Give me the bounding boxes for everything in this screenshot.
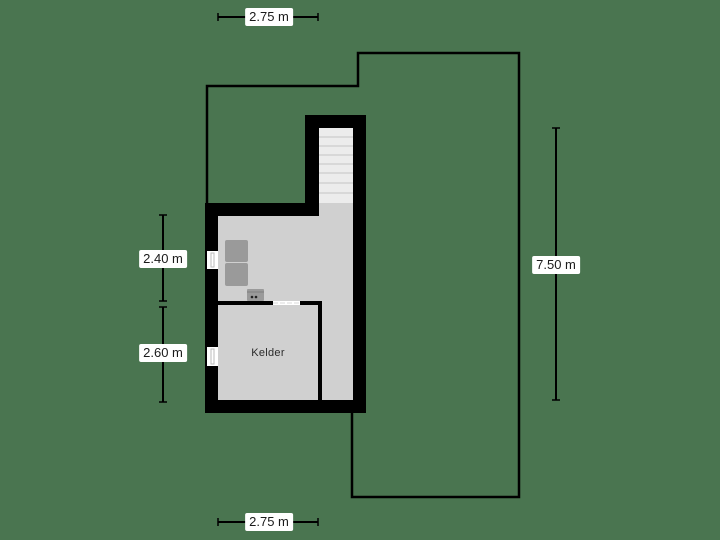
window-upper [207,251,218,269]
kelder-floor [218,305,318,400]
dimension-left-lower-height: 2.60 m [139,344,187,362]
window-lower [207,347,218,366]
washer-dryer-icon [225,240,248,286]
dimension-right-total-height: 7.50 m [532,256,580,274]
room-label-kelder: Kelder [251,347,285,359]
stairs [319,128,353,203]
dimension-top-width: 2.75 m [245,8,293,26]
boiler-icon [247,289,264,301]
interior-wall-horizontal [218,301,322,305]
dimension-left-upper-height: 2.40 m [139,250,187,268]
door[interactable] [273,301,300,305]
interior-wall-vertical [318,301,322,400]
dimension-bottom-width: 2.75 m [245,513,293,531]
plot-outline [205,51,521,499]
